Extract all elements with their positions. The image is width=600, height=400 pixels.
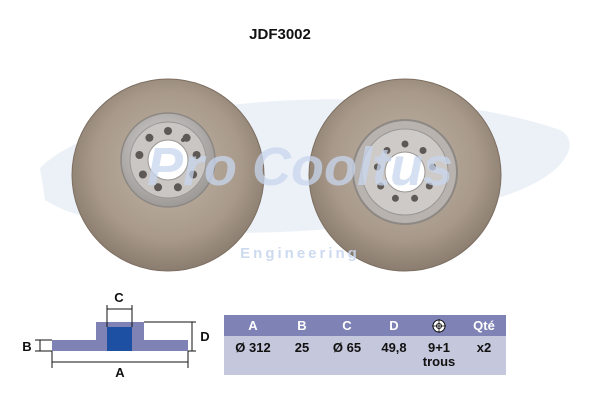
value-d: 49,8 bbox=[372, 336, 416, 375]
hub-bore bbox=[107, 327, 132, 351]
value-c: Ø 65 bbox=[322, 336, 372, 375]
value-b: 25 bbox=[282, 336, 322, 375]
dim-label-b: B bbox=[22, 339, 31, 354]
header-b: B bbox=[282, 315, 322, 336]
value-holes-unit: trous bbox=[422, 354, 456, 369]
brake-disc-back bbox=[308, 78, 502, 272]
brake-disc-front bbox=[71, 78, 265, 272]
dim-label-d: D bbox=[200, 329, 209, 344]
value-qty: x2 bbox=[462, 336, 506, 375]
value-holes: 9+1 trous bbox=[416, 336, 462, 375]
table-header-row: A B C D Qté bbox=[224, 315, 506, 336]
table-row: Ø 312 25 Ø 65 49,8 9+1 trous x2 bbox=[224, 336, 506, 375]
part-reference-title: JDF3002 bbox=[249, 26, 311, 43]
value-a: Ø 312 bbox=[224, 336, 282, 375]
header-d: D bbox=[372, 315, 416, 336]
bolt-circle-icon bbox=[432, 319, 446, 334]
watermark-subtitle: Engineering bbox=[240, 245, 360, 262]
dimension-diagram: C B D A bbox=[22, 290, 209, 380]
value-holes-count: 9+1 bbox=[427, 340, 451, 355]
specifications-table: A B C D Qté Ø 312 25 Ø 65 49,8 9+1 tr bbox=[224, 315, 506, 375]
header-holes bbox=[416, 315, 462, 336]
dim-label-c: C bbox=[114, 290, 124, 305]
header-qty: Qté bbox=[462, 315, 506, 336]
header-a: A bbox=[224, 315, 282, 336]
header-c: C bbox=[322, 315, 372, 336]
brake-disc-illustration: Pro Cooltus Engineering bbox=[40, 78, 570, 272]
dim-label-a: A bbox=[115, 365, 125, 380]
watermark-brand: Pro Cooltus bbox=[147, 137, 453, 197]
